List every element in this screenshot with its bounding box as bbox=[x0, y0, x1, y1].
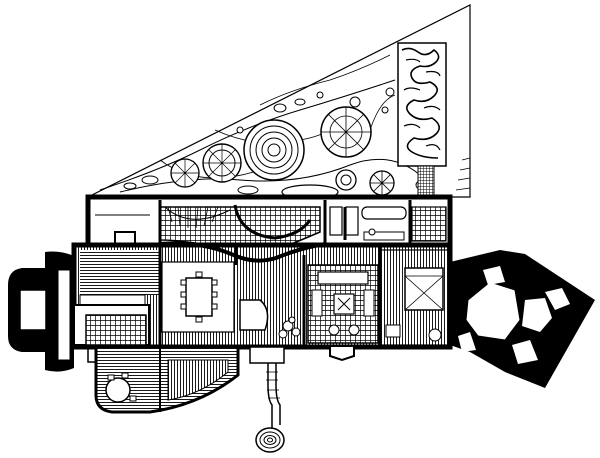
living-wing bbox=[71, 241, 453, 364]
planting-bed-small bbox=[170, 158, 200, 188]
shrubs bbox=[123, 87, 425, 195]
dining-table bbox=[180, 271, 218, 323]
fireplace bbox=[329, 347, 355, 362]
round-table bbox=[105, 377, 131, 403]
garden bbox=[87, 4, 471, 200]
plant bbox=[278, 316, 301, 339]
rock-garden bbox=[450, 250, 595, 388]
bed bbox=[404, 267, 444, 311]
sofa bbox=[317, 271, 369, 285]
maze-garden-bed bbox=[397, 42, 447, 167]
planting-bed-medium bbox=[202, 143, 242, 183]
planting-bed-large bbox=[243, 119, 305, 181]
closet bbox=[329, 206, 343, 236]
pond bbox=[255, 427, 285, 453]
west-tower bbox=[8, 251, 74, 372]
entry-step bbox=[249, 346, 285, 364]
planter-strip bbox=[417, 165, 435, 199]
study bbox=[73, 304, 150, 363]
planting-bed-star bbox=[369, 170, 395, 196]
planting-bed-spoked bbox=[320, 106, 372, 158]
service-wing bbox=[85, 194, 453, 259]
walkway bbox=[266, 363, 281, 430]
southwest-terrace bbox=[94, 345, 240, 414]
piano bbox=[239, 299, 269, 331]
bathtub bbox=[361, 206, 407, 220]
stair bbox=[164, 204, 312, 240]
planting-bed-ring bbox=[335, 169, 357, 191]
